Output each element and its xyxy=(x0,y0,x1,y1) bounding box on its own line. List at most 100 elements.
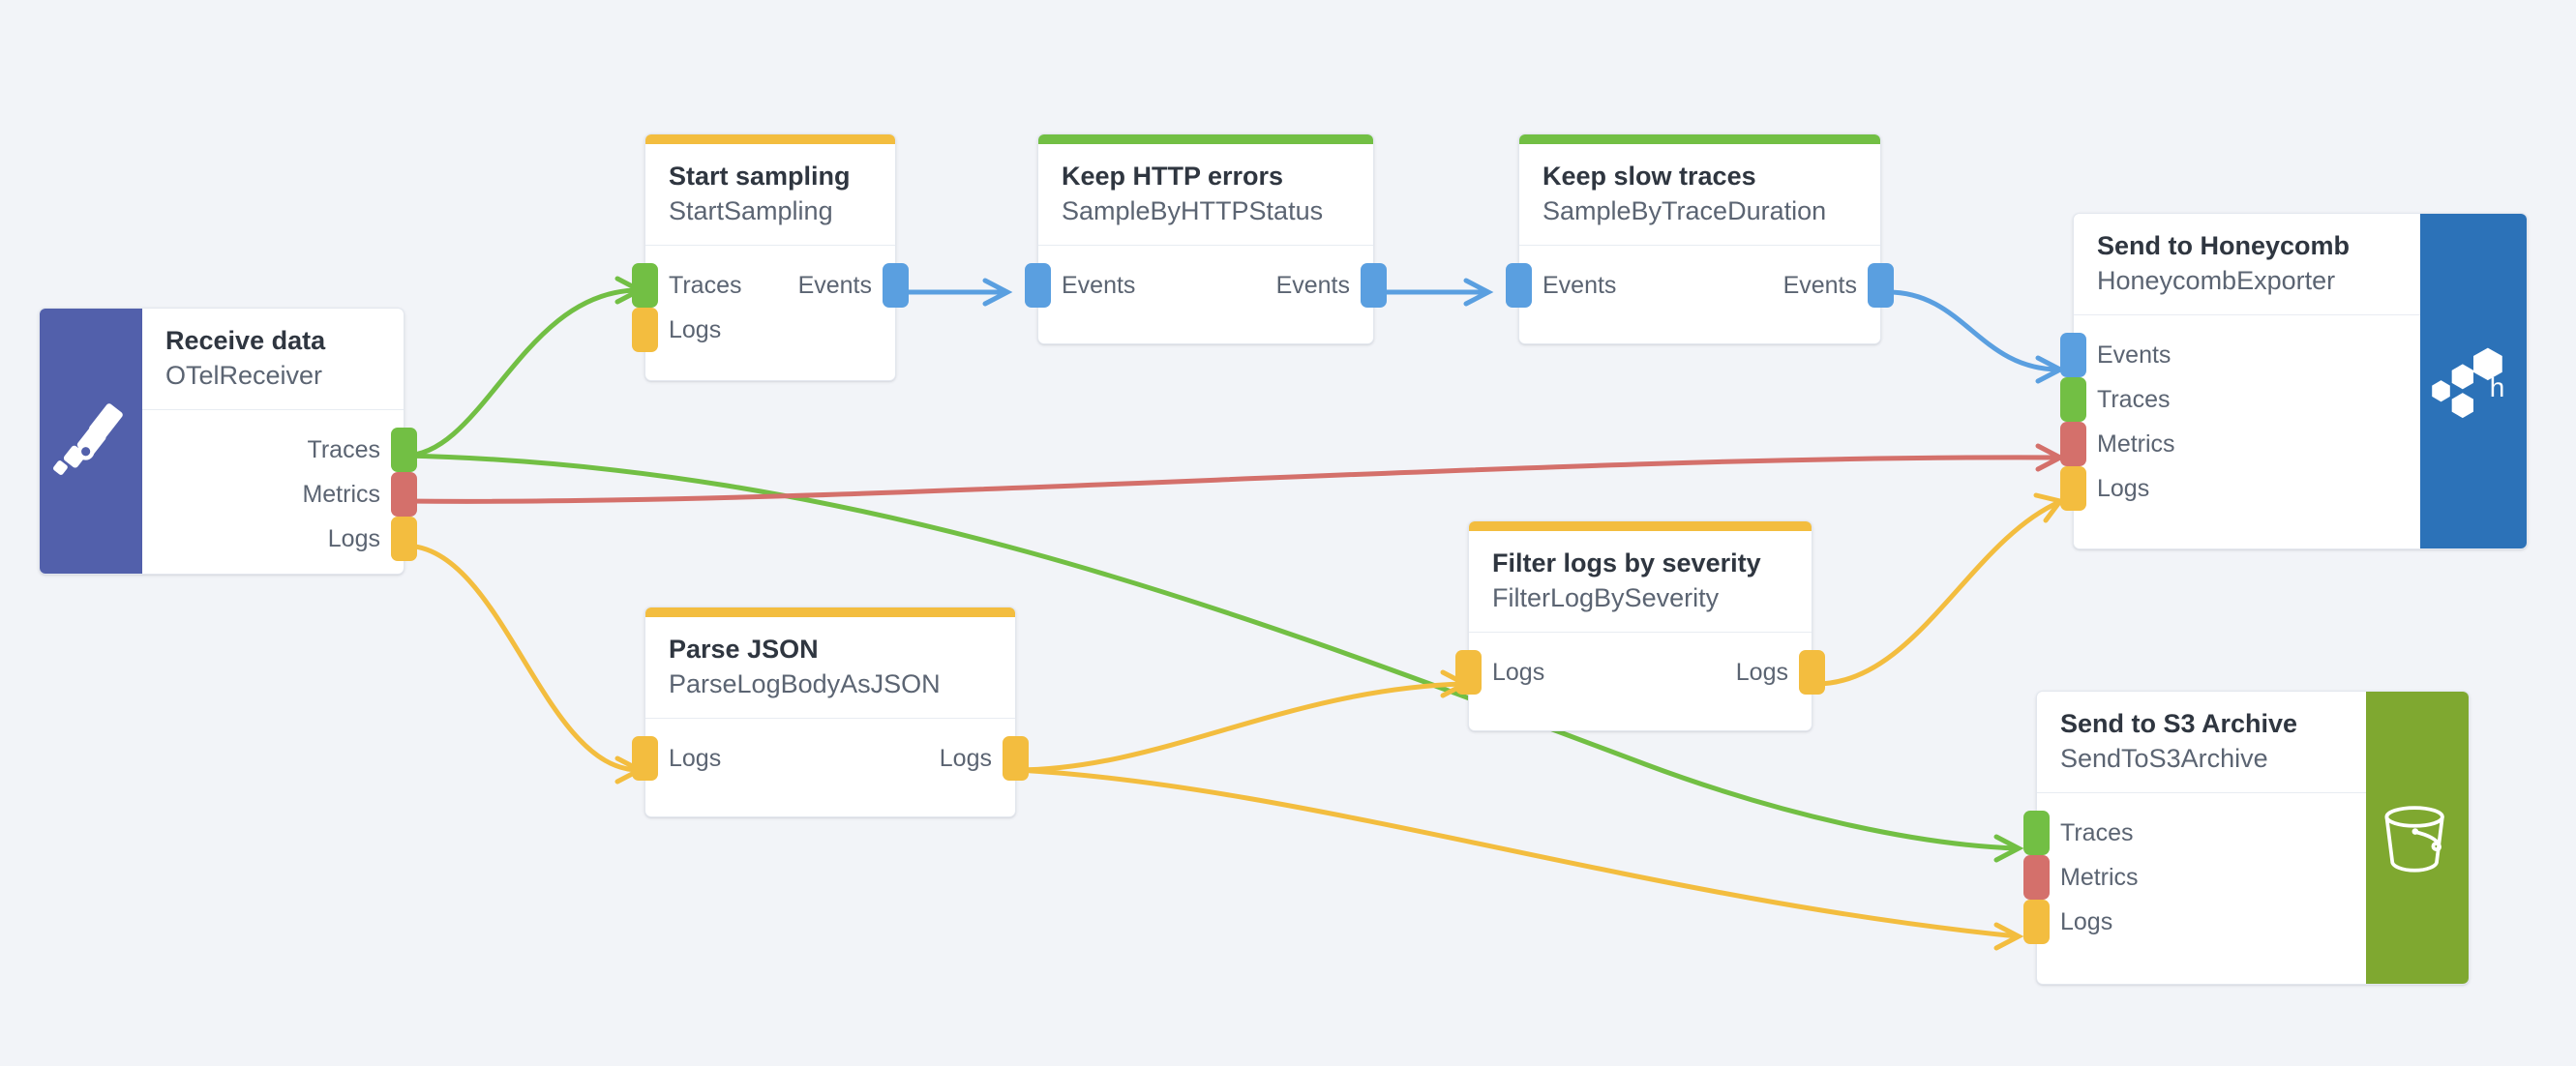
receiver-header: Receive data OTelReceiver xyxy=(142,309,404,411)
port-label: Logs xyxy=(327,524,380,552)
edge-arrow-keep-http-events xyxy=(982,278,1013,307)
start-sampling-header: Start sampling StartSampling xyxy=(645,144,895,247)
port-traces-in[interactable] xyxy=(2023,811,2050,856)
node-title: Start sampling xyxy=(669,162,851,191)
port-traces-in[interactable] xyxy=(632,263,658,309)
port-row-metrics: Metrics xyxy=(2023,855,2366,901)
port-label: Logs xyxy=(1735,658,1788,686)
port-row-events: Events Events xyxy=(1025,263,1387,309)
edge-arrow-keep-slow-events xyxy=(1463,278,1494,307)
port-logs-out[interactable] xyxy=(391,517,417,562)
node-filter-logs-by-severity[interactable]: Filter logs by severity FilterLogBySever… xyxy=(1455,520,1825,731)
port-label: Metrics xyxy=(2097,429,2175,458)
port-label: Logs xyxy=(669,744,722,772)
port-label: Logs xyxy=(2060,907,2113,935)
node-title: Keep HTTP errors xyxy=(1062,162,1284,191)
node-receive-data[interactable]: Receive data OTelReceiver Traces Metrics… xyxy=(39,308,417,575)
port-logs-out[interactable] xyxy=(1799,650,1825,696)
node-subtitle: SampleByTraceDuration xyxy=(1543,196,1827,226)
port-label: Traces xyxy=(307,435,380,463)
edge-parse-json-to-filter-logs xyxy=(1013,681,1467,773)
filter-logs-header: Filter logs by severity FilterLogBySever… xyxy=(1469,531,1812,634)
port-traces-in[interactable] xyxy=(2060,377,2086,423)
node-subtitle: OTelReceiver xyxy=(165,361,323,391)
port-row-logs: Logs xyxy=(2060,466,2420,512)
keep-slow-traces-header: Keep slow traces SampleByTraceDuration xyxy=(1519,144,1880,247)
port-events-out[interactable] xyxy=(1361,263,1387,309)
port-label: Metrics xyxy=(2060,863,2139,891)
port-row-traces: Traces xyxy=(142,428,417,473)
port-logs-in[interactable] xyxy=(632,736,658,782)
port-metrics-in[interactable] xyxy=(2060,422,2086,467)
port-row-metrics: Metrics xyxy=(2060,422,2420,467)
port-logs-in[interactable] xyxy=(2060,466,2086,512)
node-title: Receive data xyxy=(165,326,326,355)
honeycomb-header: Send to Honeycomb HoneycombExporter xyxy=(2074,214,2420,316)
port-row-logs: Logs xyxy=(2023,900,2366,945)
port-row-traces: Traces xyxy=(2060,377,2420,423)
port-events-out[interactable] xyxy=(1868,263,1894,309)
port-label: Events xyxy=(1275,271,1350,299)
port-events-in[interactable] xyxy=(1506,263,1532,309)
port-label: Logs xyxy=(2097,474,2150,502)
port-label: Traces xyxy=(2060,818,2134,846)
port-events-in[interactable] xyxy=(2060,333,2086,378)
accent-bar xyxy=(645,607,1015,617)
s3-header: Send to S3 Archive SendToS3Archive xyxy=(2037,692,2366,794)
node-send-to-s3-archive[interactable]: Send to S3 Archive SendToS3Archive Trace… xyxy=(2023,691,2470,985)
receiver-brand-panel xyxy=(40,309,142,574)
port-label: Logs xyxy=(669,315,722,343)
port-row-logs: Logs Logs xyxy=(1455,650,1825,696)
port-row-logs: Logs Logs xyxy=(632,736,1029,782)
port-label: Events xyxy=(2097,341,2172,369)
port-logs-in[interactable] xyxy=(632,308,658,353)
node-subtitle: ParseLogBodyAsJSON xyxy=(669,669,941,699)
node-subtitle: FilterLogBySeverity xyxy=(1492,583,1720,613)
port-row-metrics: Metrics xyxy=(142,472,417,518)
port-label: Events xyxy=(797,271,872,299)
accent-bar xyxy=(1469,521,1812,531)
node-keep-http-errors[interactable]: Keep HTTP errors SampleByHTTPStatus Even… xyxy=(1025,133,1387,344)
edge-arrow-s3-traces xyxy=(1993,834,2024,863)
port-logs-in[interactable] xyxy=(2023,900,2050,945)
bucket-icon xyxy=(2384,806,2444,873)
edge-arrow-s3-logs xyxy=(1993,922,2024,951)
edge-arrow-honeycomb-events xyxy=(2035,355,2066,384)
port-row-logs: Logs xyxy=(632,308,895,353)
edge-arrow-honeycomb-metrics xyxy=(2035,443,2066,472)
node-subtitle: SendToS3Archive xyxy=(2060,744,2268,774)
edge-receiver-logs-to-parse-json xyxy=(402,543,642,773)
edge-receiver-traces-to-start-sampling xyxy=(402,287,642,459)
s3-ports: Traces Metrics Logs xyxy=(2023,793,2366,984)
node-title: Send to Honeycomb xyxy=(2097,231,2351,260)
edge-parse-json-to-s3-logs xyxy=(1013,767,2021,939)
node-title: Send to S3 Archive xyxy=(2060,709,2298,738)
filter-logs-ports: Logs Logs xyxy=(1455,633,1825,730)
edge-receiver-metrics-to-honeycomb xyxy=(402,455,2062,504)
port-row-events: Events xyxy=(2060,333,2420,378)
start-sampling-ports: Traces Events Logs xyxy=(632,246,909,380)
port-logs-out[interactable] xyxy=(1003,736,1029,782)
port-traces-out[interactable] xyxy=(391,428,417,473)
keep-http-errors-ports: Events Events xyxy=(1025,246,1387,343)
node-start-sampling[interactable]: Start sampling StartSampling Traces Even… xyxy=(632,133,909,381)
port-metrics-in[interactable] xyxy=(2023,855,2050,901)
edge-arrow-honeycomb-logs xyxy=(2033,492,2065,523)
port-events-out[interactable] xyxy=(883,263,909,309)
node-keep-slow-traces[interactable]: Keep slow traces SampleByTraceDuration E… xyxy=(1506,133,1894,344)
port-label: Events xyxy=(1782,271,1857,299)
port-label: Logs xyxy=(1492,658,1545,686)
receiver-ports: Traces Metrics Logs xyxy=(142,410,417,580)
node-send-to-honeycomb[interactable]: Send to Honeycomb HoneycombExporter Even… xyxy=(2060,213,2528,549)
node-parse-json[interactable]: Parse JSON ParseLogBodyAsJSON Logs Logs xyxy=(632,607,1029,817)
keep-http-errors-header: Keep HTTP errors SampleByHTTPStatus xyxy=(1038,144,1373,247)
port-label: Traces xyxy=(2097,385,2171,413)
port-logs-in[interactable] xyxy=(1455,650,1482,696)
port-metrics-out[interactable] xyxy=(391,472,417,518)
parse-json-header: Parse JSON ParseLogBodyAsJSON xyxy=(645,617,1015,720)
port-events-in[interactable] xyxy=(1025,263,1051,309)
honeycomb-logo-icon: h xyxy=(2432,347,2504,419)
node-subtitle: StartSampling xyxy=(669,196,833,226)
accent-bar xyxy=(1038,134,1373,144)
